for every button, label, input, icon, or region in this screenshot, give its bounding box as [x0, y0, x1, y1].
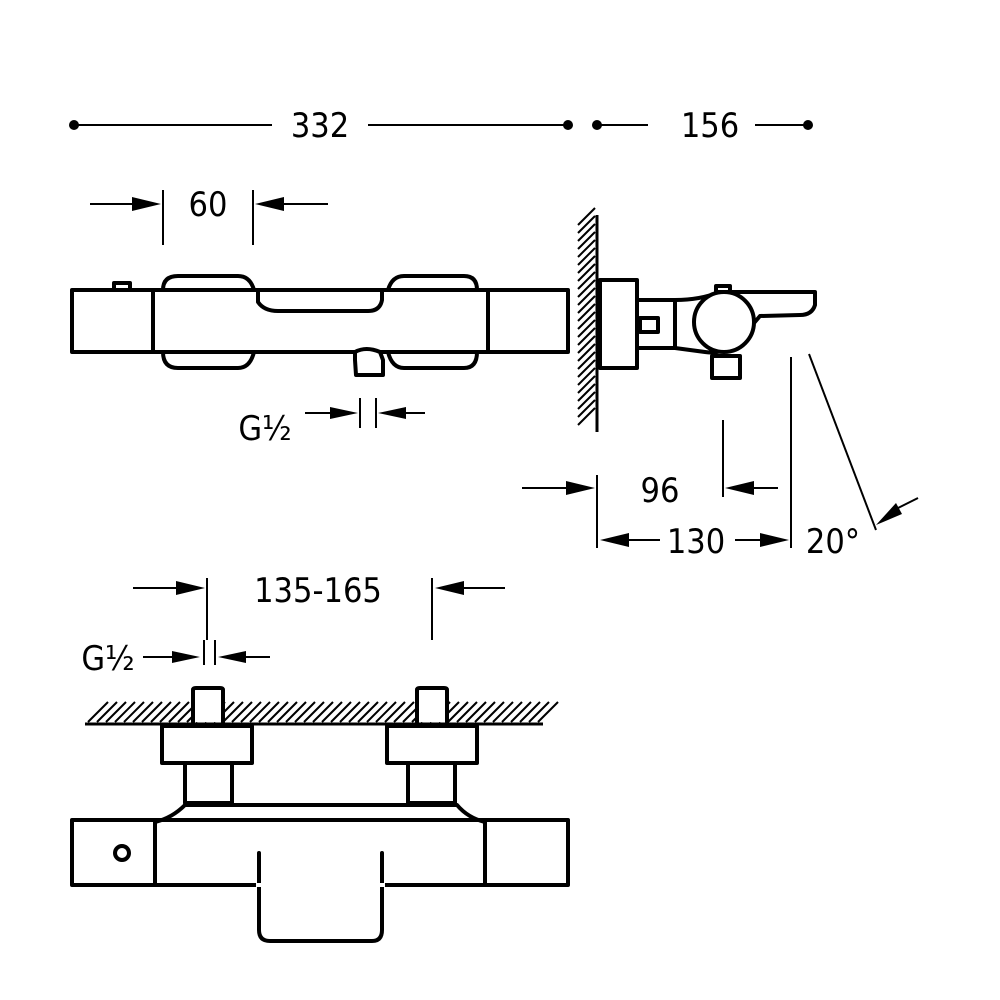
hatch-line [577, 311, 596, 330]
hatch-line [577, 407, 596, 426]
hatch-line [577, 335, 596, 354]
hatch-line [465, 701, 487, 723]
thread-label-bottom: G½ [81, 639, 134, 679]
hatch-line [240, 701, 262, 723]
hatch-line [168, 701, 190, 723]
hatch-line [393, 701, 415, 723]
dimension-135-165-label: 135-165 [254, 571, 382, 611]
hatch-line [577, 319, 596, 338]
dimension-spout-reach: 130 [600, 357, 792, 562]
hatch-line [123, 701, 145, 723]
hatch-line [577, 263, 596, 282]
hatch-line [141, 701, 163, 723]
hatch-line [249, 701, 271, 723]
hatch-line [577, 327, 596, 346]
hatch-line [577, 239, 596, 258]
hatch-line [577, 287, 596, 306]
hatch-line [447, 701, 469, 723]
dimension-overall-length: 332 [69, 106, 573, 146]
hatch-line [96, 701, 118, 723]
dimension-332-label: 332 [291, 106, 349, 146]
hatch-line [577, 375, 596, 394]
hatch-line [330, 701, 352, 723]
hatch-line [577, 207, 596, 226]
hatch-line [537, 701, 559, 723]
top-view-mixer [70, 274, 570, 377]
dimension-spout-angle: 20° [806, 353, 919, 562]
hatch-line [285, 701, 307, 723]
hatch-line [577, 247, 596, 266]
hatch-line [492, 701, 514, 723]
hatch-line [474, 701, 496, 723]
dimension-outlet-distance: 96 [522, 420, 778, 548]
hatch-line [312, 701, 334, 723]
hatch-line [577, 359, 596, 378]
thread-label-top: G½ [238, 409, 291, 449]
hatch-line [339, 701, 361, 723]
hatch-line [528, 701, 550, 723]
hatch-line [577, 215, 596, 234]
hatch-line [483, 701, 505, 723]
dimension-projection: 156 [592, 106, 813, 146]
hatch-line [357, 701, 379, 723]
hatch-line [577, 303, 596, 322]
dimension-handle-width: 60 [90, 185, 328, 245]
hatch-line [577, 223, 596, 242]
hatch-line [456, 701, 478, 723]
hatch-line [303, 701, 325, 723]
hatch-line [577, 391, 596, 410]
hatch-line [276, 701, 298, 723]
hatch-line [577, 383, 596, 402]
hatch-line [105, 701, 127, 723]
front-view-mixer [70, 686, 570, 943]
hatch-line [577, 231, 596, 250]
hatch-line [87, 701, 109, 723]
hatch-line [577, 343, 596, 362]
hatch-line [348, 701, 370, 723]
dimension-60-label: 60 [189, 185, 228, 225]
hatch-line [150, 701, 172, 723]
hatch-line [577, 271, 596, 290]
hatch-line [366, 701, 388, 723]
wall-hatching-horizontal [87, 701, 559, 723]
hatch-line [231, 701, 253, 723]
hatch-line [510, 701, 532, 723]
hatch-line [577, 367, 596, 386]
side-view-mixer [577, 207, 817, 432]
hatch-line [222, 701, 244, 723]
hatch-line [132, 701, 154, 723]
wall-hatching [577, 207, 596, 426]
dimension-156-label: 156 [681, 106, 739, 146]
dimension-inlet-centres: 135-165 [133, 571, 505, 640]
dimension-inlet-thread-bottom: G½ [81, 639, 270, 679]
hatch-line [577, 255, 596, 274]
hatch-line [159, 701, 181, 723]
dimension-20-degree-label: 20° [806, 522, 860, 562]
dimension-96-label: 96 [641, 471, 680, 511]
hatch-line [501, 701, 523, 723]
hatch-line [577, 279, 596, 298]
hatch-line [577, 351, 596, 370]
hatch-line [384, 701, 406, 723]
hatch-line [294, 701, 316, 723]
hatch-line [577, 399, 596, 418]
hatch-line [114, 701, 136, 723]
dimension-inlet-thread-top: G½ [238, 398, 425, 449]
hatch-line [258, 701, 280, 723]
hatch-line [267, 701, 289, 723]
hatch-line [375, 701, 397, 723]
hatch-line [577, 295, 596, 314]
hatch-line [321, 701, 343, 723]
hatch-line [519, 701, 541, 723]
dimension-130-label: 130 [667, 522, 725, 562]
